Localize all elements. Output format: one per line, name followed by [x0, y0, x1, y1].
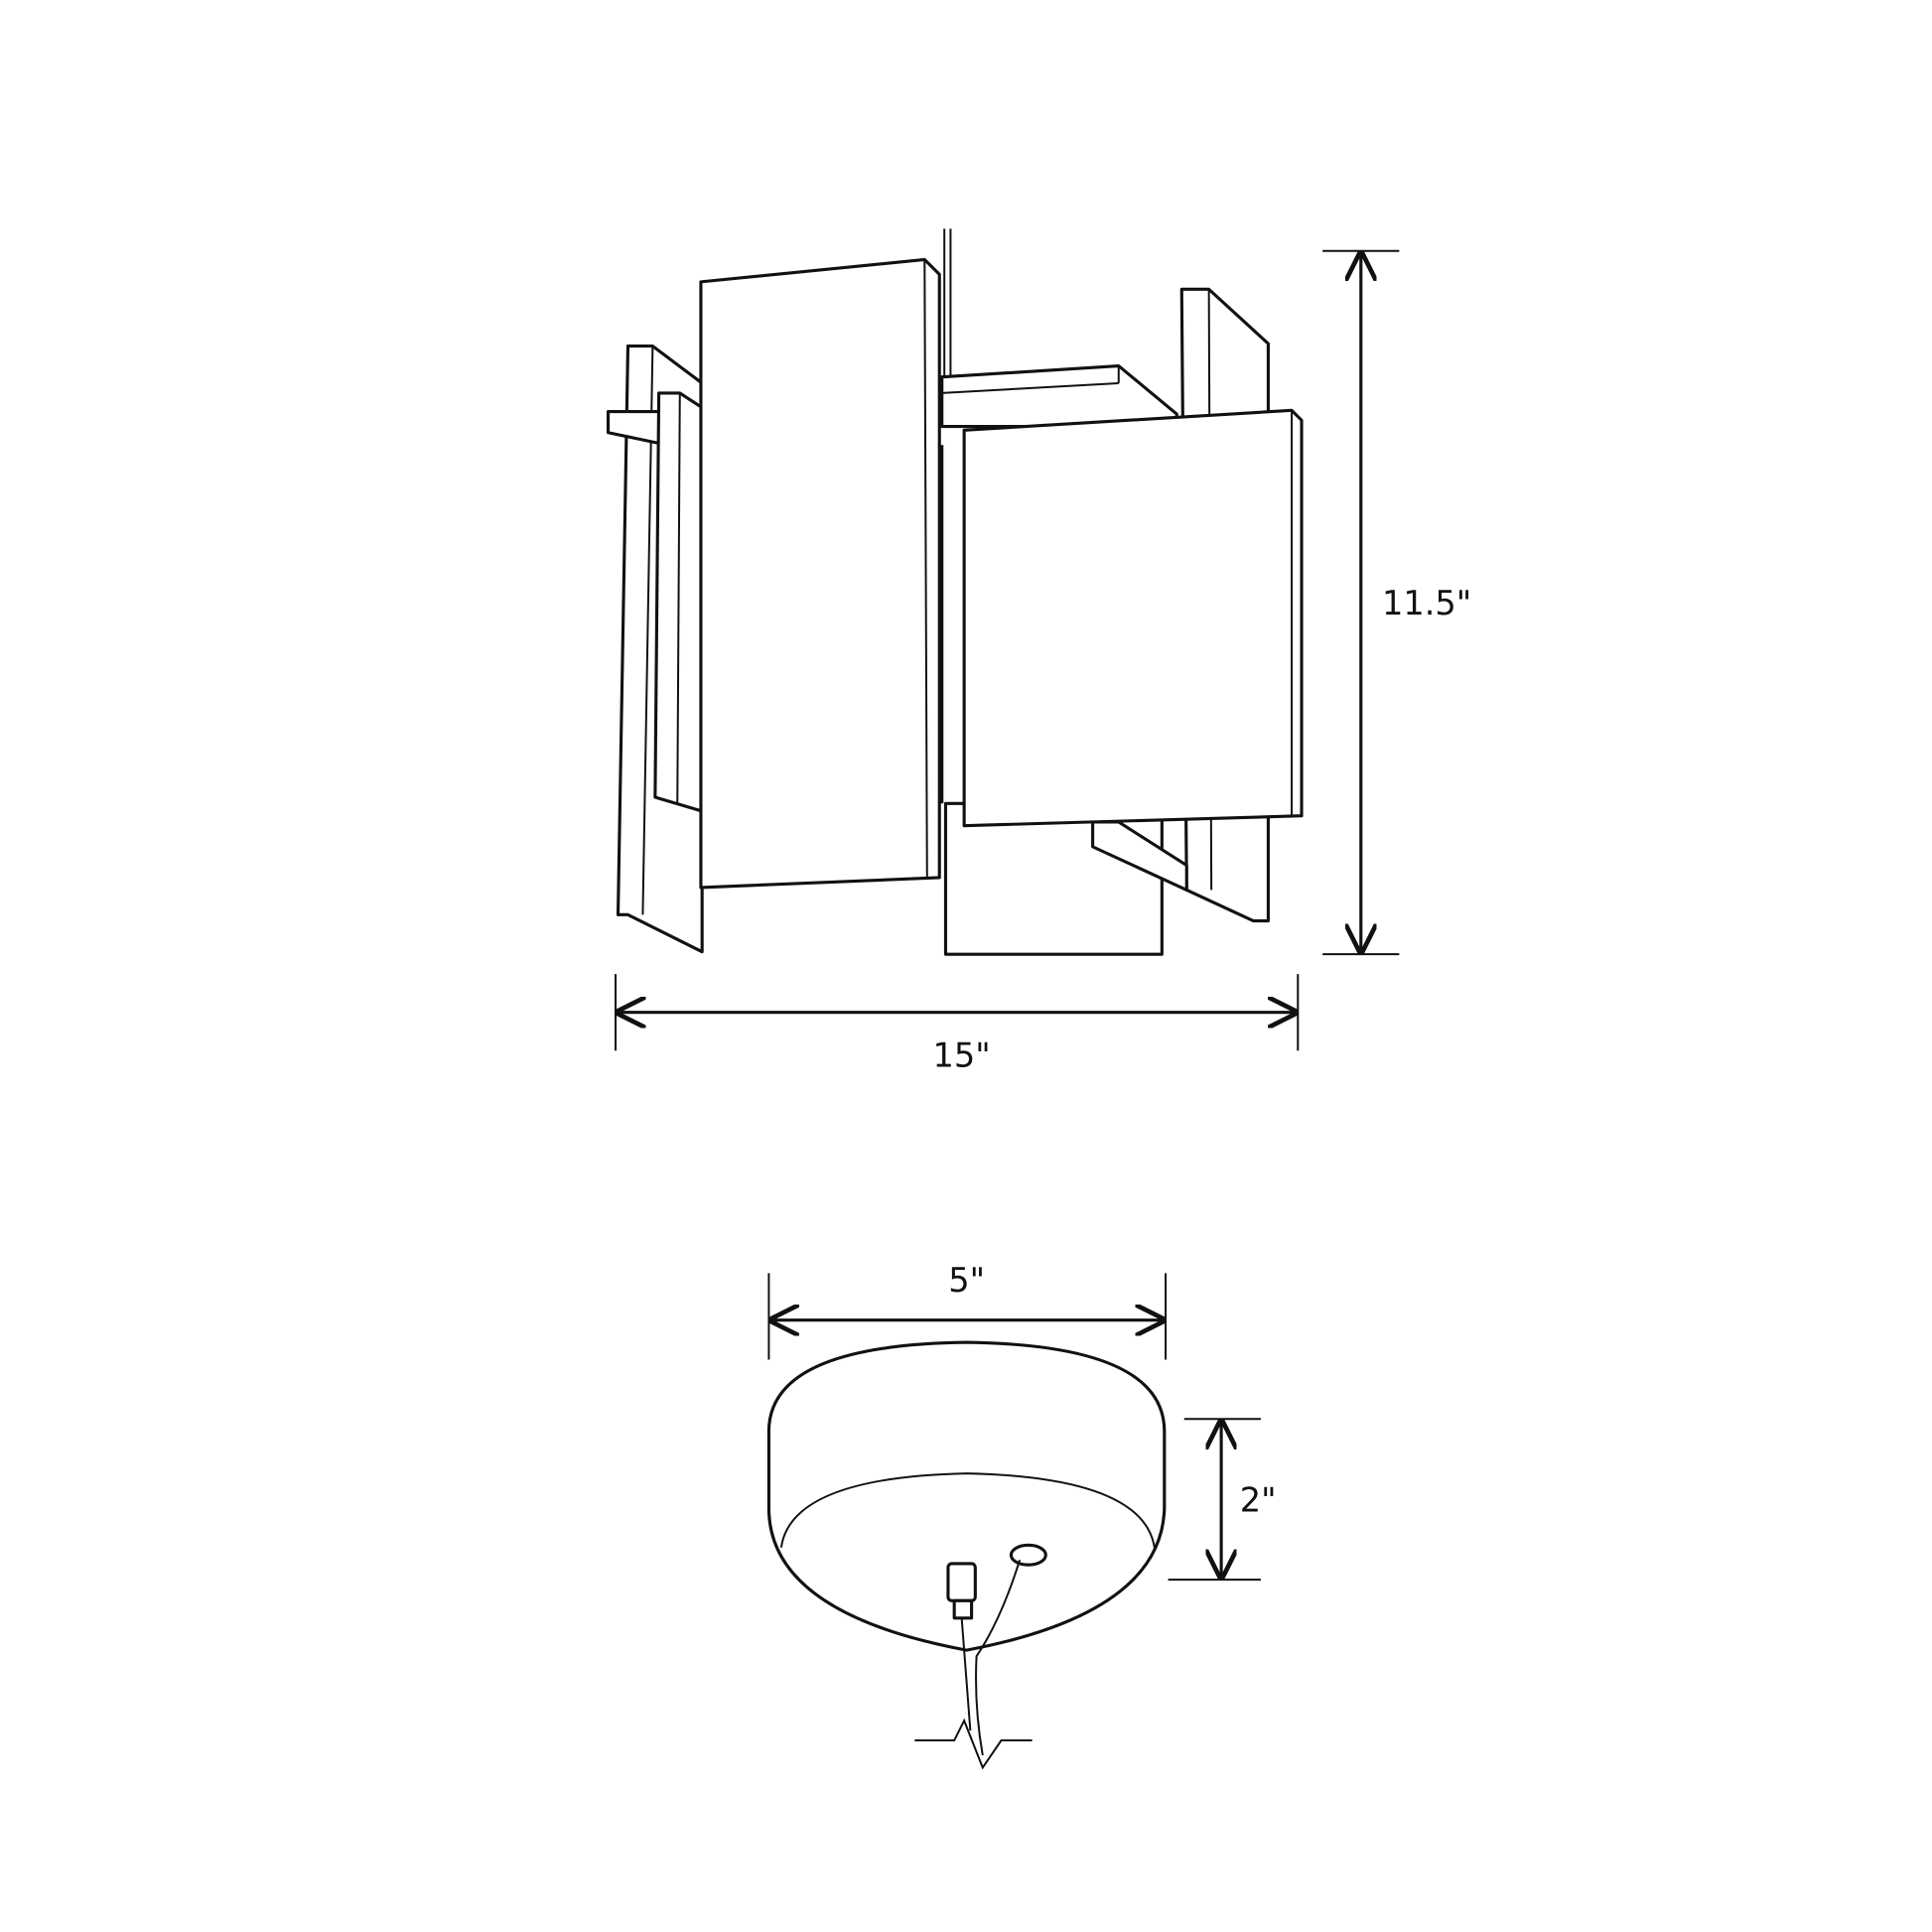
panel-right-front: [962, 408, 1304, 828]
canopy-height-label: 2": [1240, 1481, 1277, 1520]
height-label: 11.5": [1382, 584, 1471, 622]
width-label: 15": [933, 1035, 991, 1074]
height-dimension: 11.5": [1322, 249, 1471, 956]
canopy-body: [766, 1340, 1167, 1652]
cord-strain-relief-icon: [1009, 1543, 1047, 1567]
grip-icon: [946, 1562, 977, 1602]
canopy: [766, 1340, 1167, 1770]
panel-top-center: [940, 363, 1178, 429]
canopy-width-label: 5": [948, 1261, 985, 1300]
pendant-fixture: [607, 228, 1304, 956]
panel-left-front: [699, 257, 941, 890]
canopy-width-dimension: 5": [767, 1261, 1168, 1360]
break-symbol: [914, 1718, 1033, 1770]
canopy-height-dimension: 2": [1168, 1418, 1277, 1582]
width-dimension: 15": [615, 974, 1300, 1074]
